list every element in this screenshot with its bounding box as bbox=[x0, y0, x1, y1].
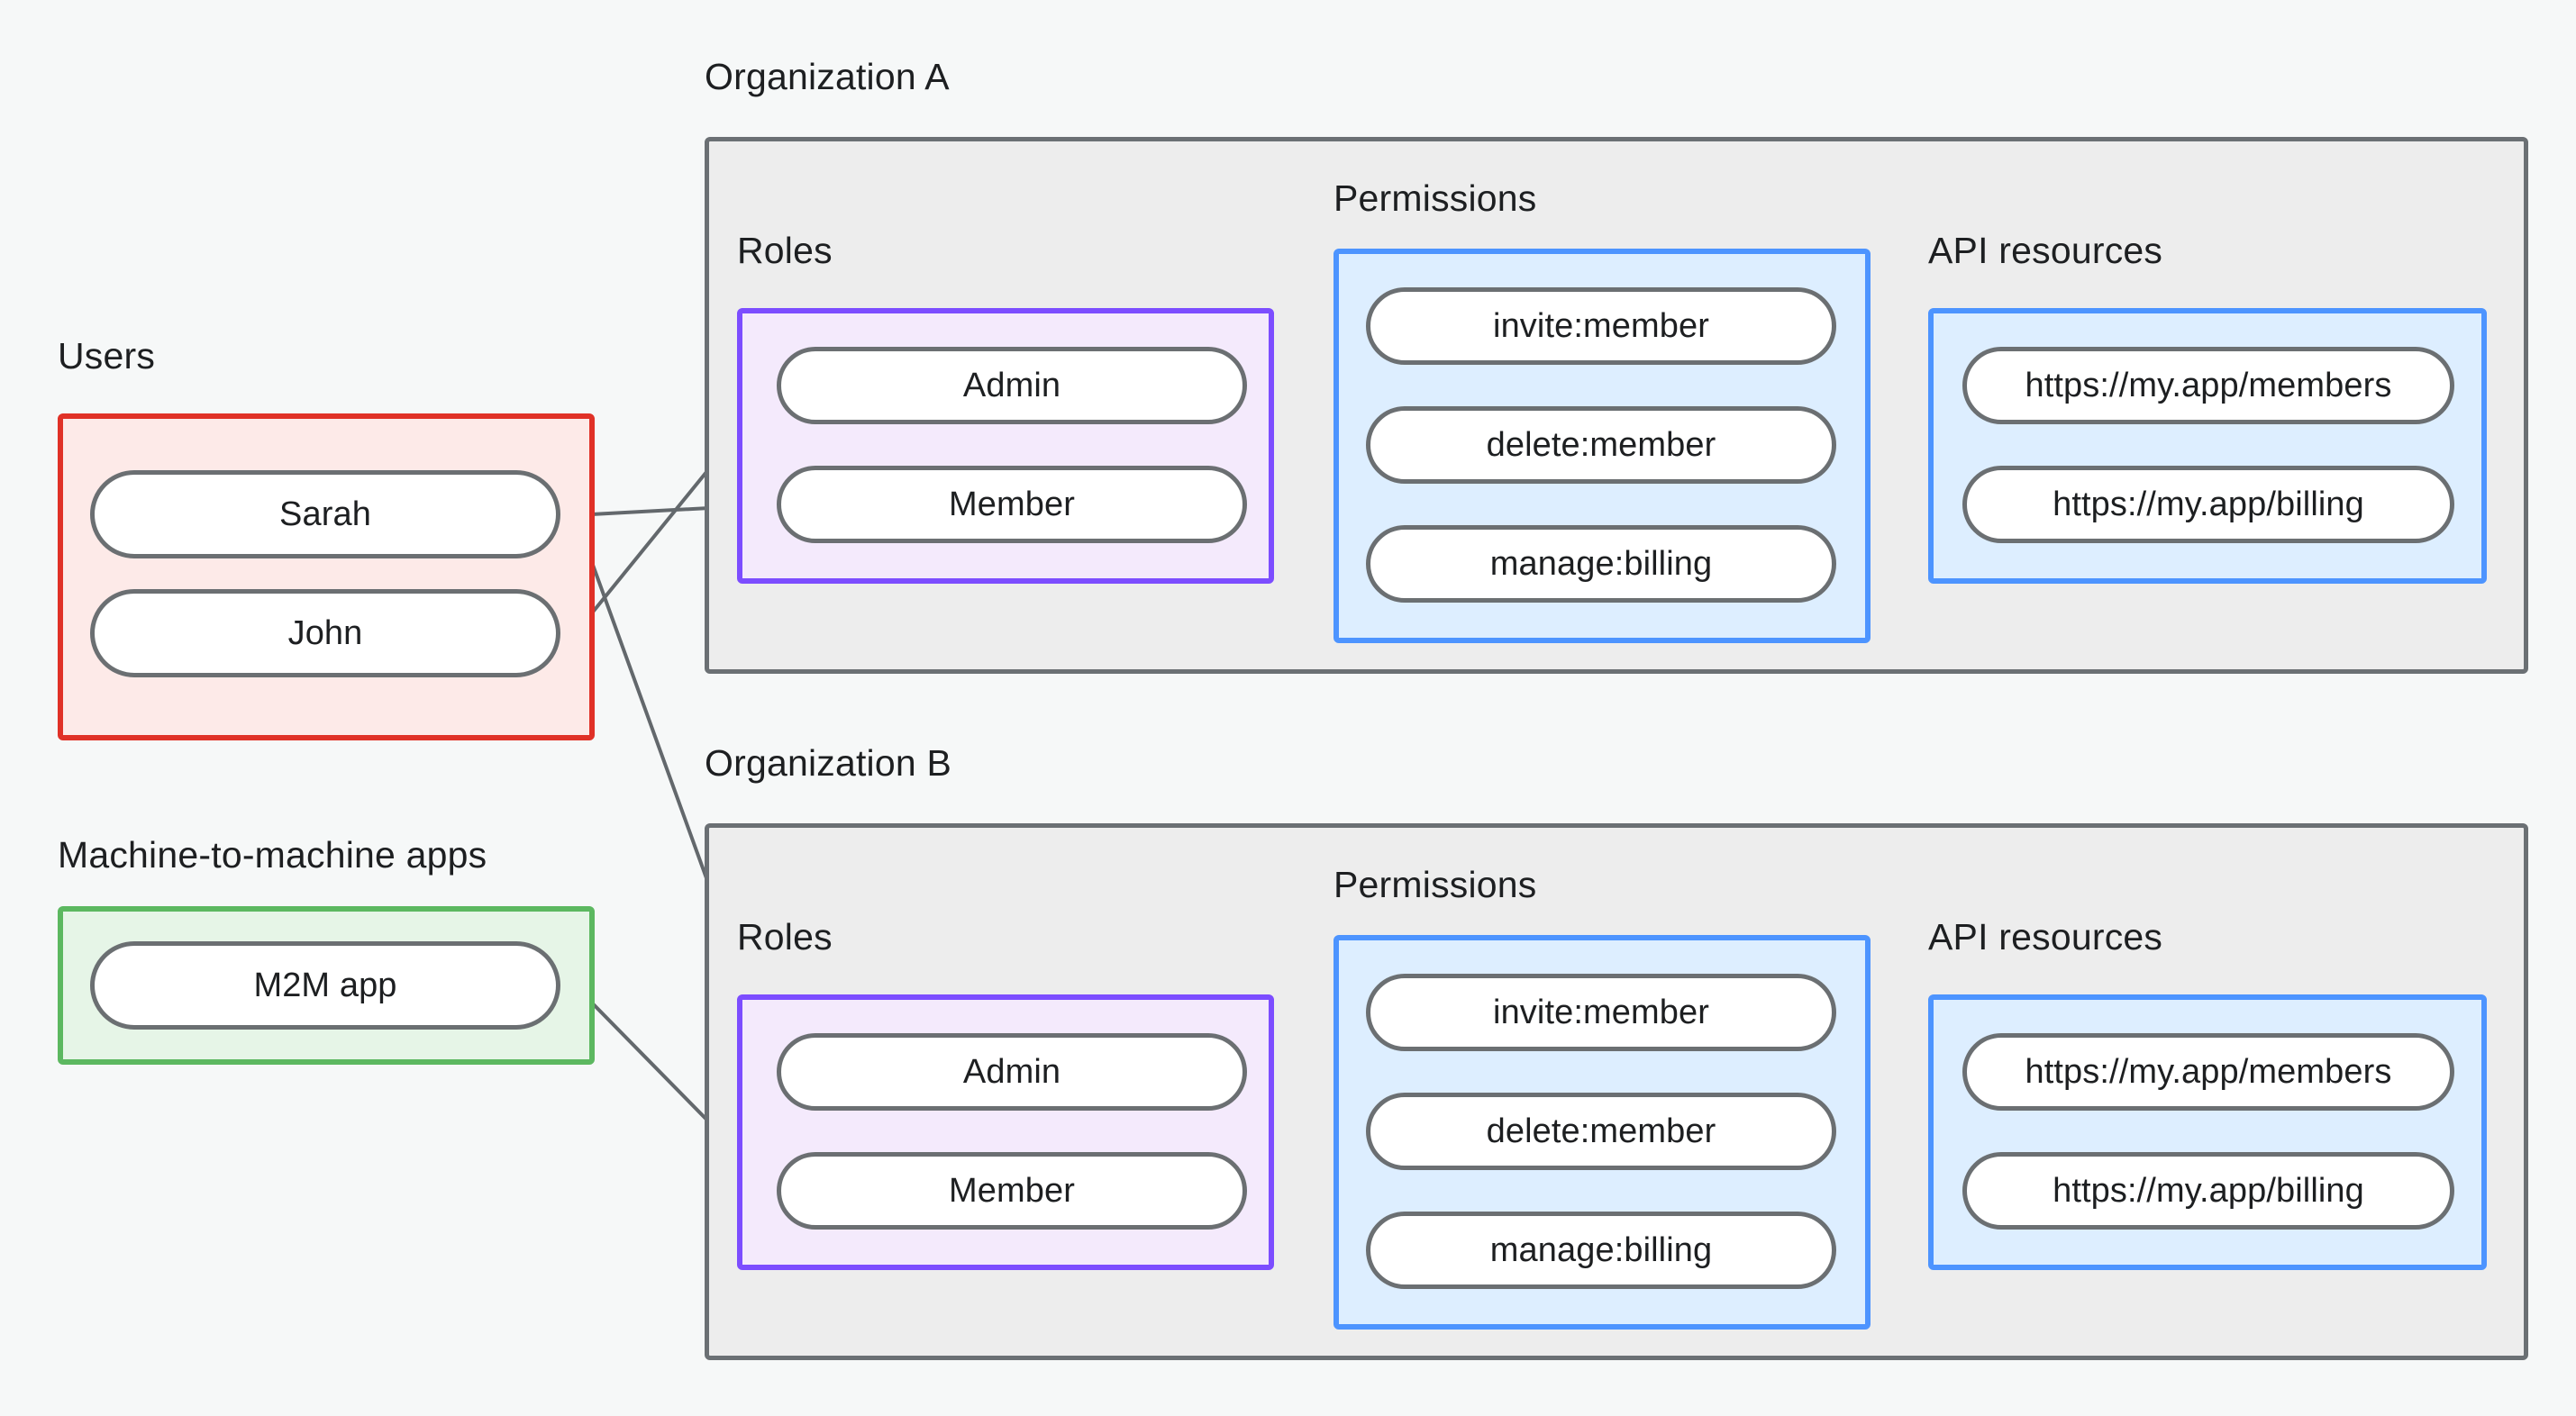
user-pill-sarah[interactable]: Sarah bbox=[90, 470, 560, 558]
org-b-permission-pill-delete-member[interactable]: delete:member bbox=[1366, 1093, 1836, 1170]
org-a-role-pill-admin[interactable]: Admin bbox=[777, 347, 1247, 424]
org-a-role-pill-member[interactable]: Member bbox=[777, 466, 1247, 543]
org-b-title: Organization B bbox=[705, 742, 952, 784]
org-a-api-resource-pill-billing[interactable]: https://my.app/billing bbox=[1962, 466, 2454, 543]
org-a-title: Organization A bbox=[705, 56, 950, 97]
org-b-roles-label: Roles bbox=[737, 916, 833, 958]
org-b-api-resource-pill-members[interactable]: https://my.app/members bbox=[1962, 1033, 2454, 1111]
org-b-role-pill-member[interactable]: Member bbox=[777, 1152, 1247, 1230]
org-b-permission-pill-invite-member[interactable]: invite:member bbox=[1366, 974, 1836, 1051]
org-b-api-resource-pill-billing[interactable]: https://my.app/billing bbox=[1962, 1152, 2454, 1230]
org-a-permission-pill-invite-member[interactable]: invite:member bbox=[1366, 287, 1836, 365]
m2m-title: Machine-to-machine apps bbox=[58, 834, 487, 876]
org-b-api-resources-label: API resources bbox=[1928, 916, 2163, 958]
users-group bbox=[58, 413, 595, 740]
org-b-permission-pill-manage-billing[interactable]: manage:billing bbox=[1366, 1212, 1836, 1289]
org-b-permissions-label: Permissions bbox=[1334, 864, 1537, 905]
user-pill-john[interactable]: John bbox=[90, 589, 560, 677]
org-a-api-resource-pill-members[interactable]: https://my.app/members bbox=[1962, 347, 2454, 424]
org-a-permission-pill-delete-member[interactable]: delete:member bbox=[1366, 406, 1836, 484]
org-a-permission-pill-manage-billing[interactable]: manage:billing bbox=[1366, 525, 1836, 603]
org-a-roles-label: Roles bbox=[737, 230, 833, 271]
org-a-permissions-label: Permissions bbox=[1334, 177, 1537, 219]
org-b-role-pill-admin[interactable]: Admin bbox=[777, 1033, 1247, 1111]
users-title: Users bbox=[58, 335, 156, 377]
org-a-api-resources-label: API resources bbox=[1928, 230, 2163, 271]
m2m-pill-app[interactable]: M2M app bbox=[90, 941, 560, 1030]
